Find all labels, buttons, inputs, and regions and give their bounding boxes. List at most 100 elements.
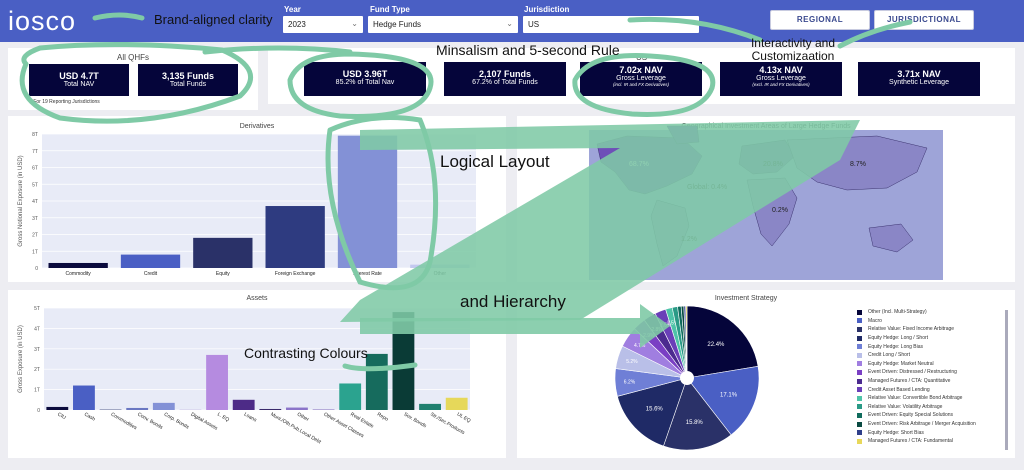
fund-type-select[interactable]: Hedge Funds⌄ bbox=[368, 16, 518, 33]
us-kpi-sm: 85.2% of Total Nav bbox=[335, 79, 395, 86]
assets-bar[interactable] bbox=[286, 407, 308, 410]
y-tick-label: 7T bbox=[32, 149, 38, 155]
jurisdictional-button[interactable]: JURISDICTIONAL bbox=[874, 10, 974, 30]
us-kpi-big: USD 3.96T bbox=[342, 69, 388, 79]
x-tick-label: Credit bbox=[144, 271, 158, 277]
assets-bar[interactable] bbox=[365, 353, 388, 410]
assets-bar[interactable] bbox=[445, 397, 468, 410]
y-tick-label: 4T bbox=[34, 326, 40, 332]
legend-item[interactable]: Event Driven: Distressed / Restructuring bbox=[857, 368, 1007, 377]
pie-slice[interactable] bbox=[663, 377, 732, 451]
legend-item[interactable]: Managed Futures / CTA: Fundamental bbox=[857, 437, 1007, 446]
legend-item[interactable]: Credit Asset Based Lending bbox=[857, 385, 1007, 394]
fund-type-label: Fund Type bbox=[370, 5, 410, 14]
legend-swatch bbox=[857, 404, 862, 410]
x-tick-label: Equity bbox=[216, 271, 230, 277]
pie-slice[interactable] bbox=[617, 377, 688, 447]
pie-slice-label: 1.5% bbox=[667, 320, 679, 326]
us-kpi-sm: Gross Leverage bbox=[756, 75, 806, 82]
y-tick-label: 0 bbox=[35, 266, 38, 272]
derivatives-bar[interactable] bbox=[193, 237, 253, 268]
legend-swatch bbox=[857, 344, 862, 350]
derivatives-bar[interactable] bbox=[48, 262, 108, 268]
total-nav-card: USD 4.7T Total NAV bbox=[29, 64, 129, 96]
y-tick-label: 0 bbox=[37, 408, 40, 414]
legend-item[interactable]: Equity Hedge: Long / Short bbox=[857, 334, 1007, 343]
assets-bar[interactable] bbox=[339, 383, 362, 410]
assets-bar[interactable] bbox=[232, 399, 255, 410]
y-tick-label: 4T bbox=[32, 199, 38, 205]
legend-item[interactable]: Equity Hedge: Long Bias bbox=[857, 342, 1007, 351]
legend-label: Equity Hedge: Long Bias bbox=[868, 343, 924, 350]
jurisdiction-label: Jurisdiction bbox=[524, 5, 570, 14]
strategy-panel: Investment Strategy 22.4%17.1%15.8%15.6%… bbox=[517, 290, 1015, 458]
year-select[interactable]: 2023⌄ bbox=[283, 16, 363, 33]
annotation-logical: Logical Layout bbox=[440, 152, 550, 171]
all-qhfs-panel: All QHFs USD 4.7T Total NAV 3,135 Funds … bbox=[8, 48, 258, 110]
legend-label: Equity Hedge: Long / Short bbox=[868, 335, 929, 342]
assets-bar[interactable] bbox=[46, 406, 69, 410]
assets-bar[interactable] bbox=[152, 402, 175, 410]
x-tick-label: Other bbox=[434, 271, 447, 277]
legend-swatch bbox=[857, 378, 862, 384]
us-kpi-big: 2,107 Funds bbox=[478, 69, 532, 79]
derivatives-bar[interactable] bbox=[120, 254, 181, 268]
legend-label: Relative Value: Fixed Income Arbitrage bbox=[868, 326, 955, 333]
legend-label: Macro bbox=[868, 317, 882, 324]
legend-item[interactable]: Relative Value: Fixed Income Arbitrage bbox=[857, 325, 1007, 334]
derivatives-bar[interactable] bbox=[265, 206, 325, 268]
assets-bar[interactable] bbox=[206, 354, 228, 410]
legend-item[interactable]: Equity Hedge: Short Bias bbox=[857, 428, 1007, 437]
jurisdiction-select[interactable]: US bbox=[523, 16, 699, 33]
legend-item[interactable]: Relative Value: Volatility Arbitrage bbox=[857, 403, 1007, 412]
assets-bar[interactable] bbox=[73, 385, 95, 410]
legend-item[interactable]: Credit Long / Short bbox=[857, 351, 1007, 360]
pie-slice-label: 17.1% bbox=[720, 392, 738, 398]
world-map: 68.7% 20.8% 8.7% Global: 0.4% 0.2% 1.2% bbox=[589, 125, 943, 280]
x-tick-label: CIU bbox=[56, 412, 67, 422]
pie-slice-label: 5.2% bbox=[626, 359, 638, 365]
us-title: US bbox=[635, 53, 648, 62]
x-tick-label: UL EQ bbox=[456, 412, 472, 425]
assets-bar[interactable] bbox=[259, 408, 282, 410]
legend-swatch bbox=[857, 352, 862, 358]
pie-slice-label: 22.4% bbox=[707, 342, 725, 348]
legend-item[interactable]: Event Driven: Risk Arbitrage / Merger Ac… bbox=[857, 420, 1007, 429]
y-tick-label: 1T bbox=[32, 249, 38, 255]
legend-label: Event Driven: Distressed / Restructuring bbox=[868, 369, 957, 376]
legend-swatch bbox=[857, 438, 862, 444]
total-nav-label: Total NAV bbox=[63, 81, 95, 88]
pie-slice[interactable] bbox=[686, 365, 760, 436]
legend-scrollbar[interactable] bbox=[1005, 310, 1008, 450]
y-tick-label: 1T bbox=[34, 388, 40, 394]
pie-slice-label: 4.7% bbox=[634, 343, 646, 349]
y-tick-label: 2T bbox=[34, 367, 40, 373]
australia-region bbox=[868, 223, 914, 253]
pie-slice-label: 6.2% bbox=[624, 380, 636, 386]
all-qhfs-title: All QHFs bbox=[117, 53, 149, 62]
legend-item[interactable]: Equity Hedge: Market Neutral bbox=[857, 360, 1007, 369]
assets-bar[interactable] bbox=[392, 312, 415, 410]
assets-bar[interactable] bbox=[126, 407, 149, 410]
legend-item[interactable]: Event Driven: Equity Special Solutions bbox=[857, 411, 1007, 420]
legend-item[interactable]: Other (Incl. Multi-Strategy) bbox=[857, 308, 1007, 317]
x-tick-label: Other bbox=[296, 412, 310, 424]
legend-item[interactable]: Managed Futures / CTA: Quantitative bbox=[857, 377, 1007, 386]
y-tick-label: 6T bbox=[32, 166, 38, 172]
y-tick-label: 3T bbox=[34, 347, 40, 353]
assets-bar[interactable] bbox=[419, 403, 441, 410]
y-tick-label: 5T bbox=[34, 306, 40, 312]
legend-item[interactable]: Relative Value: Convertible Bond Arbitra… bbox=[857, 394, 1007, 403]
regional-button[interactable]: REGIONAL bbox=[770, 10, 870, 30]
pie-slice-label: 2.9% bbox=[643, 333, 655, 339]
derivatives-bar[interactable] bbox=[410, 264, 470, 268]
legend-item[interactable]: Macro bbox=[857, 317, 1007, 326]
annotation-interactivity: Interactivity and Customizaation bbox=[750, 36, 836, 63]
derivatives-bar[interactable] bbox=[337, 135, 398, 268]
